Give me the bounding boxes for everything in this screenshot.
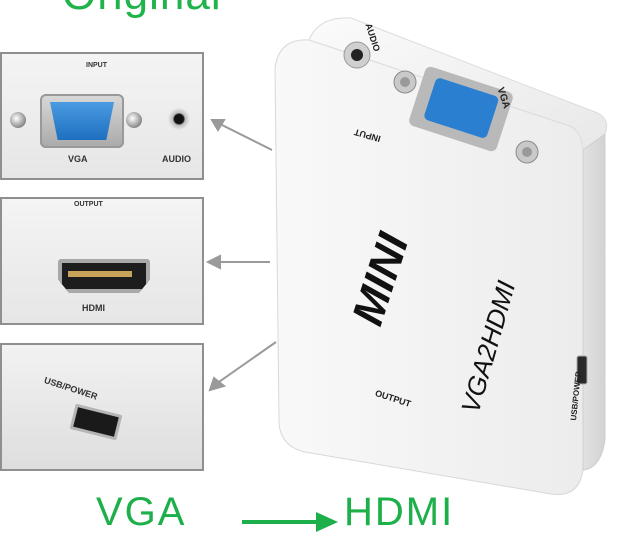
arrow-head-icon <box>208 376 227 392</box>
arrow-icon <box>215 121 273 151</box>
vga-label: VGA <box>68 154 88 164</box>
input-header: INPUT <box>86 62 107 69</box>
caption-from: VGA <box>96 490 187 534</box>
hdmi-label: HDMI <box>82 303 105 313</box>
right-arrow-icon <box>242 512 338 532</box>
hdmi-contacts <box>68 271 132 277</box>
audio-jack-icon <box>168 108 190 130</box>
output-detail-panel: OUTPUT HDMI <box>0 197 204 325</box>
audio-label: AUDIO <box>162 154 191 164</box>
arrow-head-icon <box>210 119 226 132</box>
arrow-icon <box>215 341 277 385</box>
arrow-head-icon <box>205 254 221 270</box>
device-body <box>274 17 608 495</box>
caption-to: HDMI <box>344 490 455 534</box>
screw-icon <box>10 112 26 128</box>
vga-port-icon <box>50 102 114 140</box>
input-detail-panel: INPUT VGA AUDIO <box>0 52 204 180</box>
output-header: OUTPUT <box>74 201 103 208</box>
screw-icon <box>126 112 142 128</box>
converter-device: AUDIO VGA INPUT MINI VGA2HDMI OUTPUT USB… <box>265 0 640 500</box>
title-text: Original <box>62 0 222 20</box>
power-detail-panel: USB/POWER <box>0 343 204 471</box>
